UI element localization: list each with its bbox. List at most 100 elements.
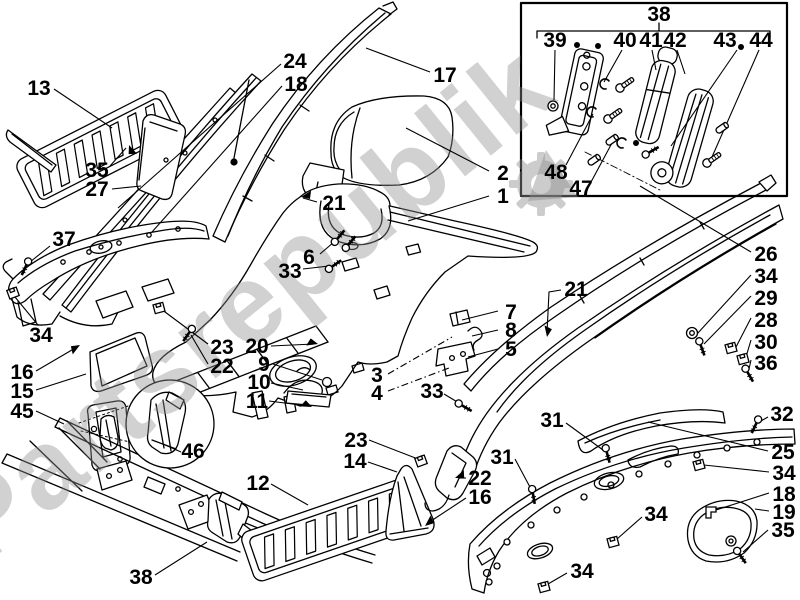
nut-icon bbox=[547, 100, 559, 112]
leader-line bbox=[151, 85, 283, 233]
callout-35: 35 bbox=[771, 519, 795, 542]
callout-12: 12 bbox=[246, 472, 269, 495]
leader-line bbox=[647, 421, 769, 452]
screw-icon bbox=[20, 257, 33, 276]
callout-27: 27 bbox=[85, 178, 108, 201]
footboard-mat-left bbox=[5, 89, 184, 209]
leader-line bbox=[514, 458, 532, 490]
callout-48: 48 bbox=[544, 161, 568, 184]
callout-16: 16 bbox=[468, 486, 491, 509]
callout-11: 11 bbox=[246, 390, 269, 413]
callout-42: 42 bbox=[663, 29, 686, 52]
callout-37: 37 bbox=[52, 228, 75, 251]
clip-icon bbox=[606, 535, 620, 549]
leader-line bbox=[35, 373, 87, 391]
leader-line bbox=[703, 464, 770, 473]
screw-icon bbox=[741, 364, 755, 383]
leader-line bbox=[471, 329, 499, 337]
callout-32: 32 bbox=[770, 403, 793, 426]
bolt-icon bbox=[615, 76, 635, 93]
callout-6: 6 bbox=[303, 246, 315, 269]
dart-icon bbox=[301, 190, 312, 199]
leader-line bbox=[387, 336, 453, 375]
leader-line bbox=[405, 127, 490, 172]
floor-pan bbox=[467, 428, 796, 594]
dot-icon bbox=[574, 42, 580, 48]
callout-46: 46 bbox=[181, 440, 204, 463]
leader-line bbox=[670, 49, 738, 147]
side-panel-27 bbox=[136, 113, 187, 201]
screw-icon bbox=[454, 399, 473, 413]
callout-28: 28 bbox=[754, 309, 778, 332]
callout-14: 14 bbox=[343, 450, 367, 473]
clip-icon bbox=[724, 341, 738, 355]
callout-18: 18 bbox=[772, 483, 796, 506]
callout-34: 34 bbox=[754, 265, 778, 288]
leader-line bbox=[53, 88, 113, 129]
callout-31: 31 bbox=[490, 446, 514, 469]
leader-line bbox=[29, 245, 51, 263]
leader-line bbox=[565, 422, 604, 451]
callout-21: 21 bbox=[564, 278, 588, 301]
footpeg-38 bbox=[178, 491, 250, 544]
callout-18: 18 bbox=[284, 73, 308, 96]
central-frame bbox=[152, 183, 539, 420]
inset-box bbox=[519, 1, 789, 198]
screw-icon bbox=[732, 546, 747, 564]
callout-34: 34 bbox=[644, 503, 668, 526]
callout-29: 29 bbox=[754, 287, 777, 310]
callout-34: 34 bbox=[772, 462, 796, 485]
leader-line bbox=[367, 461, 398, 473]
callout-39: 39 bbox=[543, 29, 566, 52]
clip-icon bbox=[537, 580, 551, 594]
screw-icon bbox=[695, 337, 706, 356]
leader-lines-and-hardware bbox=[5, 42, 770, 594]
callout-35: 35 bbox=[85, 159, 109, 182]
callout-38: 38 bbox=[647, 3, 671, 26]
callout-4: 4 bbox=[371, 382, 383, 405]
callout-34: 34 bbox=[570, 560, 594, 583]
leader-line bbox=[565, 113, 594, 166]
cclip-icon bbox=[586, 106, 598, 118]
screw-icon bbox=[324, 259, 342, 274]
callout-17: 17 bbox=[433, 64, 456, 87]
bracket-cluster bbox=[435, 309, 483, 377]
leader-line bbox=[735, 317, 752, 348]
callout-13: 13 bbox=[27, 77, 50, 100]
callout-1: 1 bbox=[497, 185, 509, 208]
leader-line bbox=[546, 289, 562, 334]
left-footrest-rail bbox=[2, 220, 210, 327]
callout-20: 20 bbox=[245, 335, 268, 358]
callout-3: 3 bbox=[371, 364, 383, 387]
leader-line bbox=[651, 49, 657, 71]
leader-line bbox=[590, 142, 613, 183]
pin-icon bbox=[587, 153, 602, 166]
callout-23: 23 bbox=[344, 429, 367, 452]
inset-footpeg bbox=[650, 88, 714, 188]
corner-cover-14 bbox=[385, 464, 435, 541]
leader-line bbox=[407, 195, 490, 222]
callout-5: 5 bbox=[505, 338, 517, 361]
callout-43: 43 bbox=[713, 29, 736, 52]
leader-line bbox=[715, 492, 770, 511]
callout-41: 41 bbox=[639, 29, 663, 52]
dart-icon bbox=[70, 345, 80, 355]
leader-line bbox=[302, 197, 318, 203]
leader-line bbox=[162, 443, 182, 453]
callout-38: 38 bbox=[129, 566, 153, 589]
leader-line bbox=[117, 63, 282, 209]
clip-icon bbox=[736, 352, 750, 366]
callout-33: 33 bbox=[420, 380, 443, 403]
bolt-icon bbox=[603, 107, 623, 124]
leader-line bbox=[111, 185, 142, 190]
leader-line bbox=[365, 47, 431, 73]
washer-icon bbox=[685, 326, 699, 340]
leader-line bbox=[270, 483, 309, 506]
callout-30: 30 bbox=[754, 331, 777, 354]
clip-icon bbox=[5, 286, 21, 300]
leader-line bbox=[190, 334, 209, 365]
leader-line bbox=[676, 49, 686, 75]
callout-47: 47 bbox=[569, 177, 592, 200]
